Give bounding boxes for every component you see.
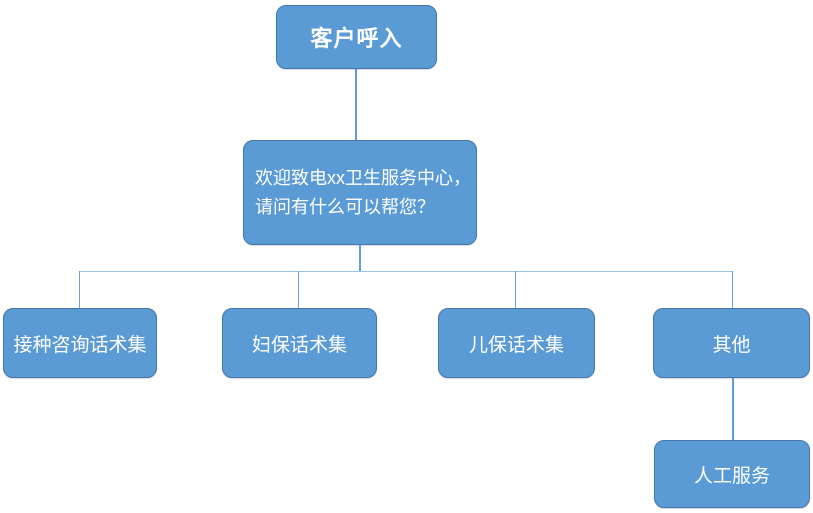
node-manual-service-label: 人工服务 <box>693 465 770 487</box>
connector-tree-horizontal <box>79 271 733 272</box>
node-customer-call-label: 客户呼入 <box>310 26 403 51</box>
node-other-label: 其他 <box>712 334 751 356</box>
node-manual-service: 人工服务 <box>654 440 810 508</box>
node-welcome-greeting-line-1: 欢迎致电xx卫生服务中心， <box>255 167 471 188</box>
node-child-care-scripts-label: 儿保话术集 <box>468 334 564 356</box>
connector-drop-branch-4 <box>732 271 733 308</box>
node-other: 其他 <box>653 308 810 378</box>
node-maternal-care-scripts: 妇保话术集 <box>222 308 377 378</box>
connector-other-to-manual <box>732 378 734 440</box>
connector-welcome-to-tree <box>359 245 361 271</box>
node-welcome-greeting: 欢迎致电xx卫生服务中心， 请问有什么可以帮您？ <box>243 140 477 245</box>
node-vaccination-consult-scripts: 接种咨询话术集 <box>3 308 157 378</box>
connector-drop-branch-3 <box>515 271 516 308</box>
connector-drop-branch-2 <box>298 271 299 308</box>
node-child-care-scripts: 儿保话术集 <box>438 308 595 378</box>
node-vaccination-consult-scripts-label: 接种咨询话术集 <box>13 334 147 356</box>
node-welcome-greeting-line-2: 请问有什么可以帮您？ <box>255 196 435 217</box>
node-customer-call: 客户呼入 <box>276 5 437 69</box>
connector-root-to-welcome <box>355 69 357 140</box>
node-maternal-care-scripts-label: 妇保话术集 <box>251 334 347 356</box>
connector-drop-branch-1 <box>79 271 80 308</box>
